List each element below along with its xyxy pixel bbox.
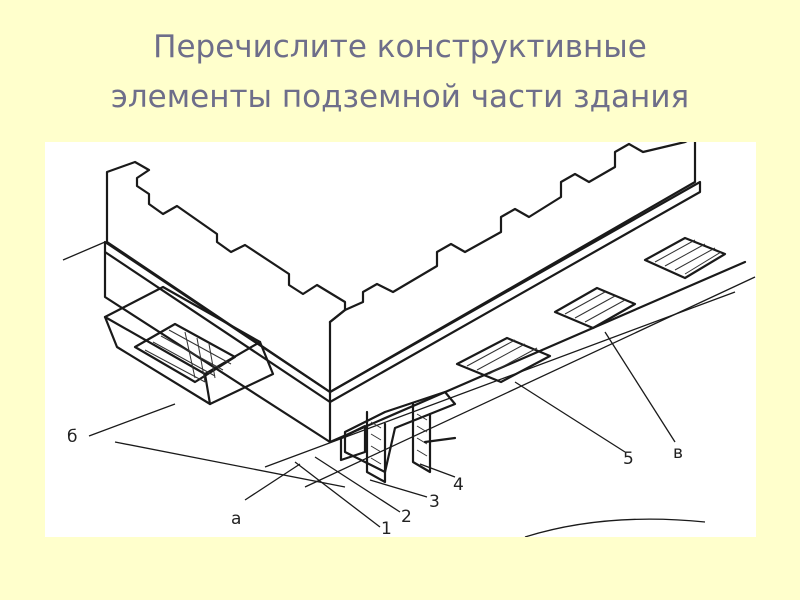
wall-right-top xyxy=(328,142,688,324)
basement-wall-right xyxy=(328,260,747,444)
ground-line-front xyxy=(114,441,346,488)
basement-wall xyxy=(103,250,332,444)
curve-bottom xyxy=(524,518,706,537)
label-1: 1 xyxy=(381,519,392,537)
window-pit-1 xyxy=(643,236,727,280)
label-5: 5 xyxy=(623,449,634,469)
leader-4 xyxy=(419,463,456,478)
window-pit-2 xyxy=(553,286,637,330)
leader-a xyxy=(244,463,301,501)
label-3: 3 xyxy=(429,492,440,512)
diagram-drawing: б а 1 2 3 4 5 в xyxy=(62,142,756,537)
leader-3 xyxy=(369,479,428,498)
label-v: в xyxy=(673,443,683,463)
leader-2 xyxy=(314,456,401,513)
plinth-band-left xyxy=(103,240,332,404)
label-4: 4 xyxy=(453,475,464,495)
ground-line-left xyxy=(62,241,106,261)
foundation-section xyxy=(339,390,457,484)
title-line-1: Перечислите конструктивные xyxy=(153,29,647,65)
ground-line-base xyxy=(304,276,756,488)
label-a: а xyxy=(231,509,241,529)
label-b: б xyxy=(67,427,77,447)
building-diagram: б а 1 2 3 4 5 в xyxy=(45,142,756,537)
label-2: 2 xyxy=(401,507,412,527)
leader-b xyxy=(88,403,176,437)
title-line-2: элементы подземной части здания xyxy=(110,79,690,115)
leader-5 xyxy=(514,381,626,453)
slide-title: Перечислите конструктивные элементы подз… xyxy=(0,22,800,122)
leader-1 xyxy=(294,461,381,528)
wall-right-face xyxy=(328,142,697,394)
window-pit-3 xyxy=(455,336,552,384)
entrance-pit xyxy=(103,285,275,406)
plinth-band-right xyxy=(328,180,702,404)
leader-v xyxy=(604,331,676,443)
